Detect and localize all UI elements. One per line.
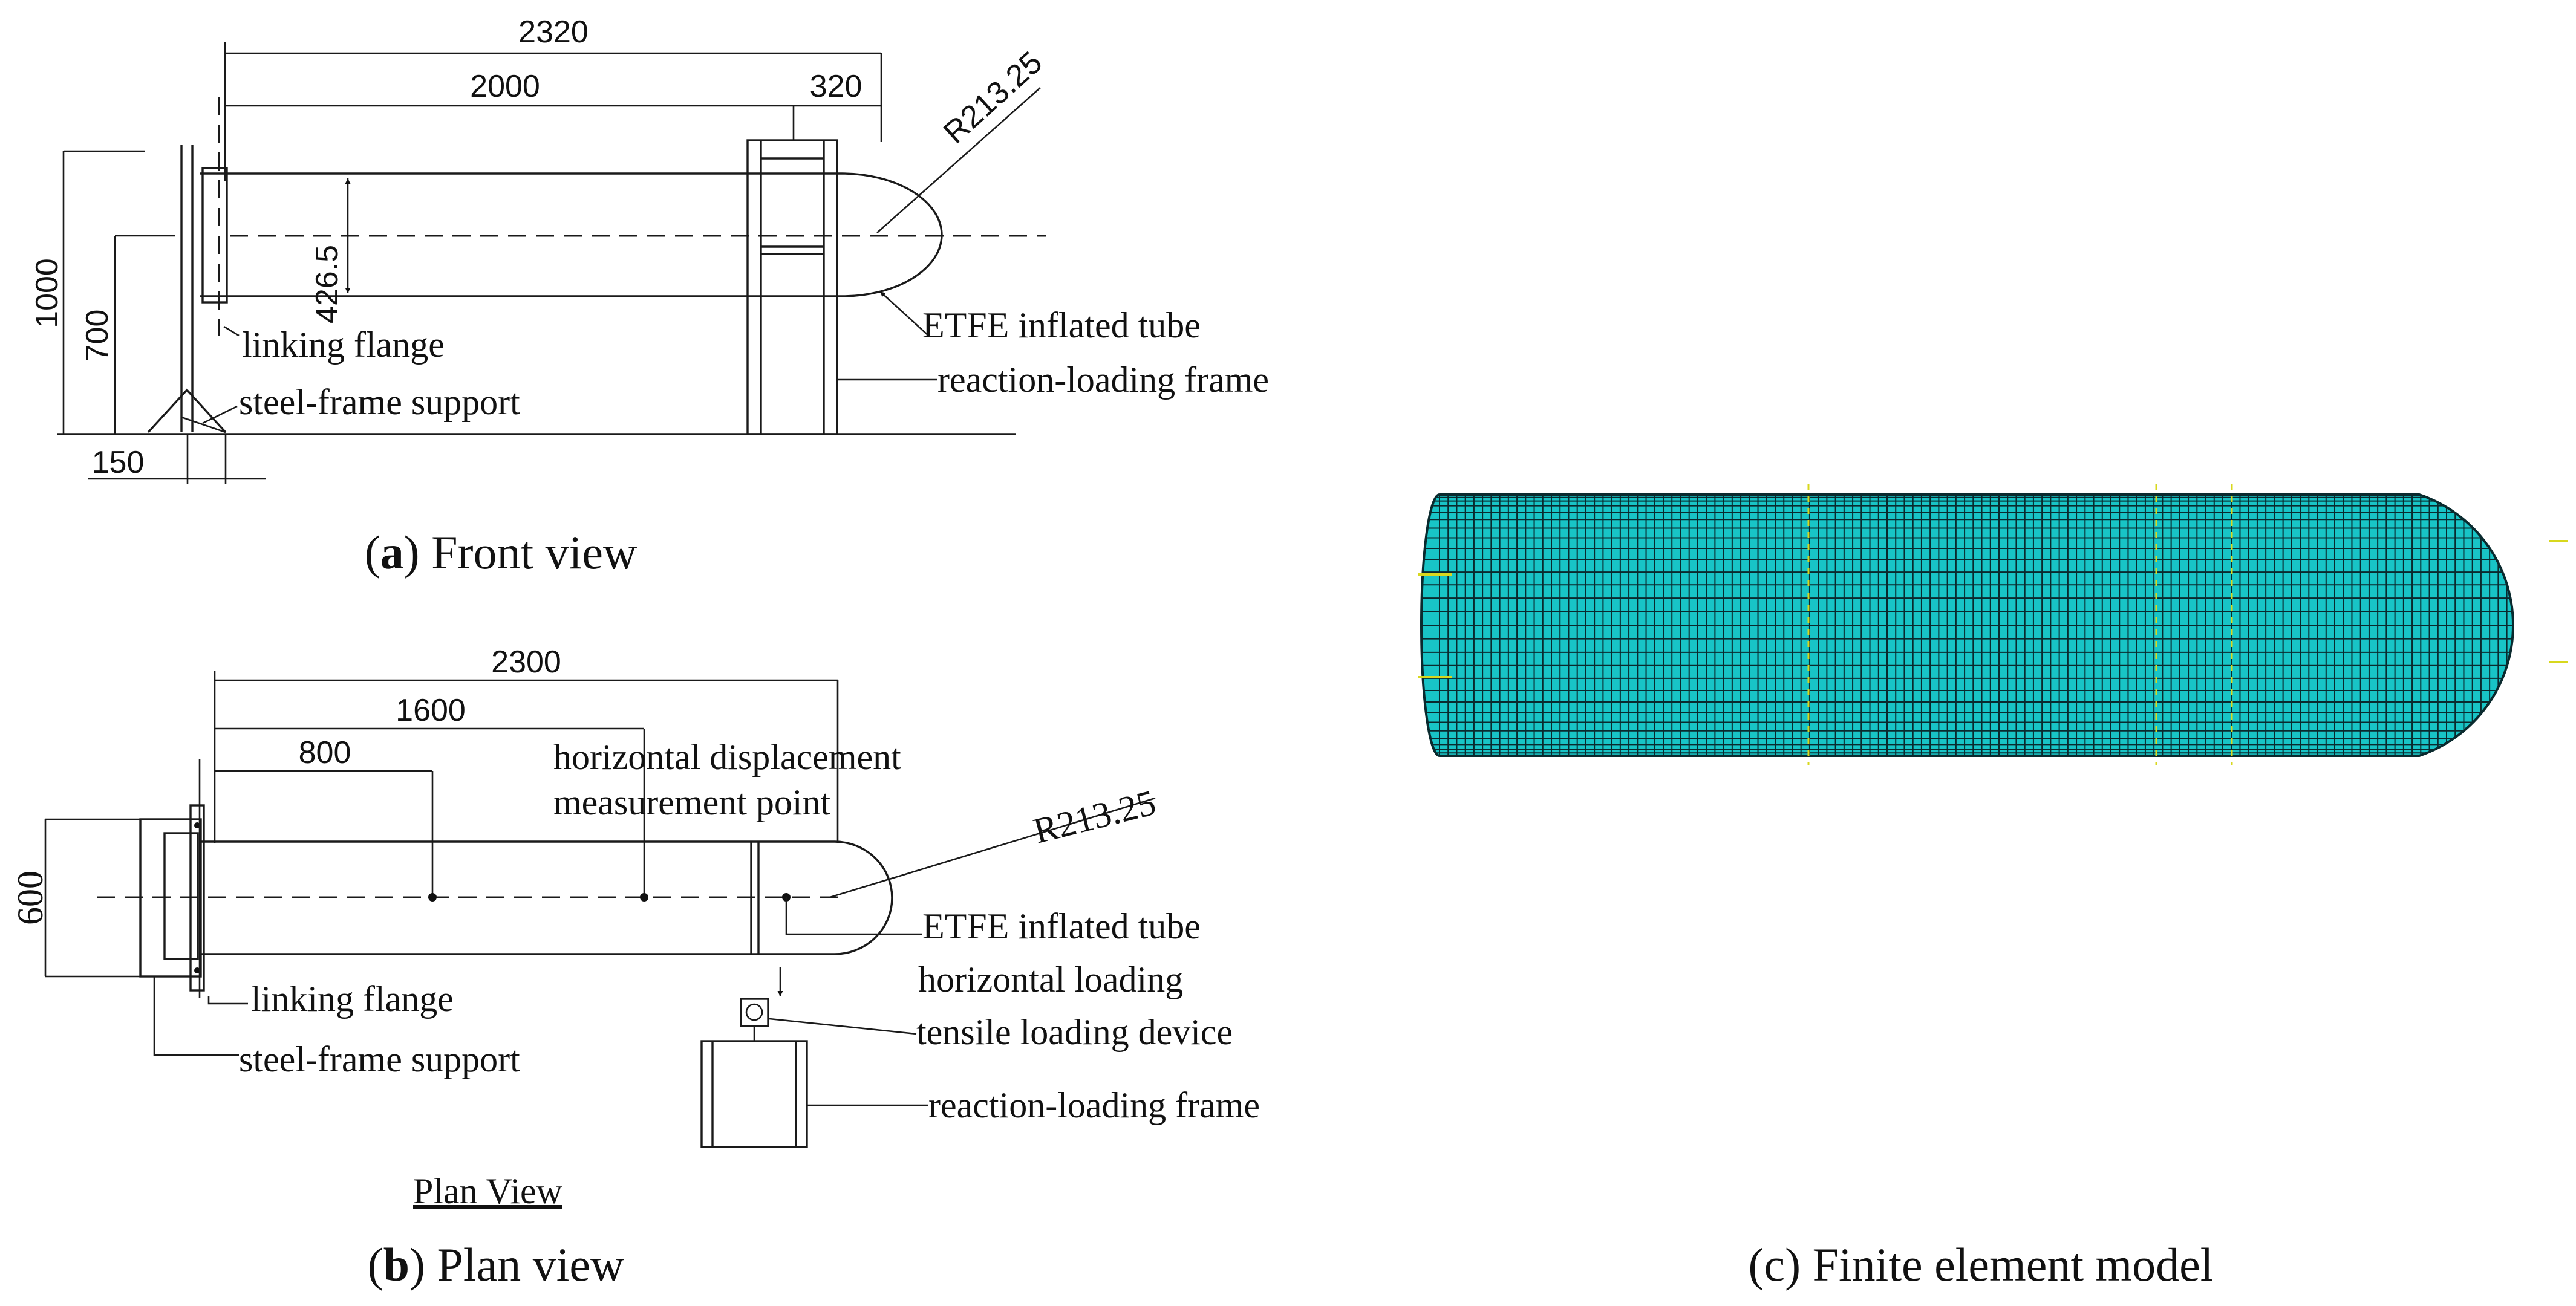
leader-device [769, 1018, 917, 1035]
fe-tube-outline [1420, 493, 2515, 757]
caption-b-text: Plan view [437, 1238, 625, 1291]
caption-fe-model: (c) Finite element model [1749, 1238, 2214, 1291]
dim-600: 600 [10, 871, 50, 925]
plan-reaction-frame [700, 1040, 808, 1148]
dim-320: 320 [810, 69, 862, 104]
support-brace [181, 416, 226, 434]
leader-tube [879, 291, 929, 336]
label-plan-steel-support: steel-frame support [239, 1039, 520, 1079]
reaction-frame-outline [746, 139, 838, 435]
dim-800: 800 [299, 735, 351, 770]
plan-flange [189, 804, 205, 992]
dim-150: 150 [92, 445, 145, 480]
label-steel-frame-support: steel-frame support [239, 382, 520, 422]
dim-radius-front: R213.25 [937, 45, 1049, 151]
caption-a-letter: a [380, 526, 404, 579]
dim-2320: 2320 [518, 15, 589, 50]
leader-flange [223, 325, 240, 337]
dim-1600: 1600 [396, 693, 466, 728]
plan-radius-leader [829, 797, 1156, 898]
leader-plan-support [153, 976, 239, 1056]
caption-front-view: (a) Front view [365, 526, 637, 579]
linking-flange-plate [201, 167, 228, 304]
plan-tube-end-cap [834, 840, 893, 955]
label-etfe-tube: ETFE inflated tube [922, 305, 1201, 345]
leader-support [202, 405, 238, 424]
label-horizontal-loading: horizontal loading [918, 960, 1183, 999]
front-view-drawing: 2320 2000 320 R213.25 1000 [30, 15, 1269, 484]
leader-plan-flange [207, 996, 248, 1005]
label-tensile-device: tensile loading device [916, 1012, 1233, 1052]
dim-1000: 1000 [30, 258, 65, 328]
label-plan-linking-flange: linking flange [251, 979, 454, 1019]
tensile-device-wheel [745, 1003, 763, 1021]
tensile-device-box [740, 998, 769, 1027]
finite-element-model [1418, 484, 2568, 765]
dim-426-5: 426.5 [310, 245, 345, 323]
label-plan-reaction-frame: reaction-loading frame [928, 1085, 1260, 1125]
dim-2300: 2300 [491, 645, 561, 680]
measure-point-800 [428, 893, 437, 902]
label-measure-line1: horizontal displacement [553, 737, 901, 777]
caption-b-letter: b [383, 1238, 409, 1291]
flange-bolt-bottom [194, 967, 200, 973]
caption-plan-view: (b) Plan view [368, 1238, 625, 1291]
dim-radius-plan: R213.25 [1029, 782, 1159, 851]
label-measure-line2: measurement point [553, 782, 831, 822]
caption-c-letter: c [1764, 1238, 1785, 1291]
measure-point-1600 [640, 893, 648, 902]
plan-support-inner [163, 832, 199, 960]
label-linking-flange: linking flange [242, 325, 445, 365]
label-reaction-frame: reaction-loading frame [937, 360, 1269, 400]
support-base-triangle [147, 388, 227, 434]
dim-2000: 2000 [470, 69, 540, 104]
caption-c-text: Finite element model [1813, 1238, 2214, 1291]
plan-view-drawing: 2300 1600 800 600 R213.25 [10, 645, 1260, 1211]
radius-leader [876, 87, 1041, 233]
plan-support-block [139, 818, 202, 978]
flange-bolt-top [194, 822, 200, 828]
label-plan-view-title: Plan View [413, 1171, 563, 1211]
label-plan-etfe-tube: ETFE inflated tube [922, 906, 1201, 946]
dim-700: 700 [80, 310, 115, 362]
caption-a-text: Front view [431, 526, 637, 579]
leader-plan-tube [785, 897, 922, 935]
